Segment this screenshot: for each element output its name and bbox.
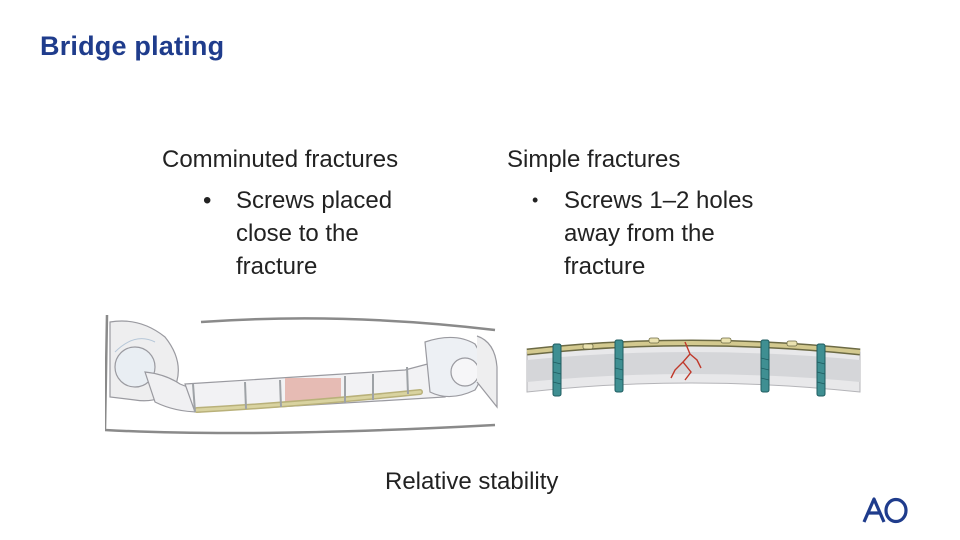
bullet-line: fracture [236, 253, 318, 280]
bullet-line: Screws placed [236, 187, 393, 214]
column-heading-simple: Simple fractures [507, 146, 681, 173]
bullet-line: away from the [564, 220, 715, 247]
femur-illustration [105, 314, 498, 435]
slide-title: Bridge plating [40, 31, 225, 61]
stability-label: Relative stability [385, 468, 559, 495]
ao-logo: AO [862, 497, 908, 524]
bullet-line: Screws 1–2 holes [564, 187, 754, 214]
bullet-marker: • [203, 187, 212, 214]
column-heading-comminuted: Comminuted fractures [162, 146, 399, 173]
plate-cross-section-illustration [526, 337, 861, 397]
bullet-line: close to the [236, 220, 359, 247]
bullet-line: fracture [564, 253, 646, 280]
bullet-marker: • [532, 190, 539, 210]
